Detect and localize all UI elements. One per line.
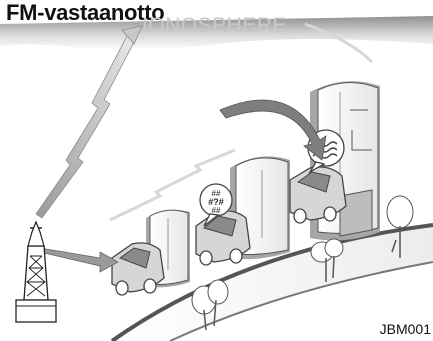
svg-text:##: ## [212,206,221,215]
radio-tower [16,222,56,322]
ionosphere-label: IONOSPHERE [142,14,287,38]
direct-signal-arrow [40,248,118,272]
page-title: FM-vastaanotto [6,0,164,26]
figure-code: JBM001 [380,321,431,337]
car-middle [196,211,250,265]
car-left [112,243,164,295]
signal-to-ionosphere-arrow [36,26,142,218]
